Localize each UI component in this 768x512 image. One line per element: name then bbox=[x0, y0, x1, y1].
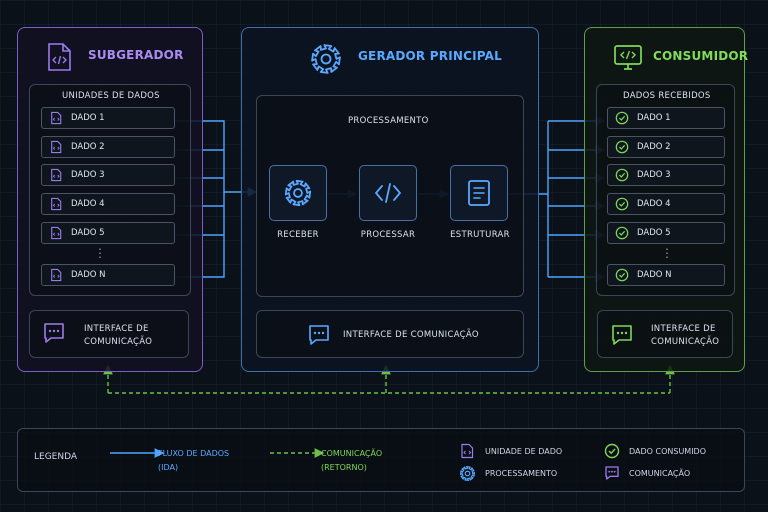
legend-flow-line-2: (IDA) bbox=[158, 463, 179, 472]
gerador-interface-box[interactable]: INTERFACE DE COMUNICAÇÃO bbox=[256, 310, 524, 358]
processing-title: PROCESSAMENTO bbox=[348, 116, 429, 126]
check-circle-icon bbox=[614, 140, 629, 155]
gerador-title: GERADOR PRINCIPAL bbox=[358, 49, 502, 63]
chat-icon bbox=[610, 323, 634, 351]
legend-flow-arrow bbox=[110, 448, 165, 458]
consumidor-title: CONSUMIDOR bbox=[653, 49, 749, 63]
data-units-title: UNIDADES DE DADOS bbox=[62, 91, 160, 101]
check-circle-icon bbox=[604, 443, 620, 463]
code-file-icon bbox=[460, 443, 474, 463]
receive-step-label: RECEBER bbox=[277, 230, 319, 240]
process-step-label: PROCESSAR bbox=[360, 230, 416, 240]
received-data-label: DADO 4 bbox=[637, 199, 671, 209]
chat-icon bbox=[604, 465, 620, 485]
consumidor-interface-box[interactable]: INTERFACE DE COMUNICAÇÃO bbox=[597, 310, 733, 358]
chat-icon bbox=[42, 321, 66, 349]
code-file-icon bbox=[48, 111, 63, 126]
code-file-icon bbox=[48, 226, 63, 241]
code-file-icon bbox=[48, 268, 63, 283]
gear-icon bbox=[309, 42, 343, 80]
received-data-item[interactable]: DADO 4 bbox=[607, 193, 725, 215]
data-unit-label: DADO 4 bbox=[71, 199, 105, 209]
legend-consumed-label: DADO CONSUMIDO bbox=[629, 447, 707, 456]
data-unit-label: DADO N bbox=[71, 270, 106, 280]
subgerador-title: SUBGERADOR bbox=[88, 48, 184, 62]
structure-step-box[interactable] bbox=[450, 165, 508, 221]
check-circle-icon bbox=[614, 111, 629, 126]
legend-unit-label: UNIDADE DE DADO bbox=[485, 447, 563, 456]
interface-label-line-1: INTERFACE DE bbox=[84, 324, 149, 334]
right-ellipsis: ⋮ bbox=[661, 246, 673, 260]
interface-label-line-1: INTERFACE DE bbox=[651, 324, 716, 334]
check-circle-icon bbox=[614, 168, 629, 183]
code-file-icon bbox=[48, 140, 63, 155]
received-data-item[interactable]: DADO 5 bbox=[607, 222, 725, 244]
left-ellipsis: ⋮ bbox=[94, 246, 106, 260]
monitor-code-icon bbox=[612, 42, 644, 78]
received-data-item[interactable]: DADO 3 bbox=[607, 164, 725, 186]
received-data-title: DADOS RECEBIDOS bbox=[623, 91, 711, 101]
document-icon bbox=[468, 180, 490, 206]
gear-icon bbox=[284, 179, 312, 207]
legend-comm-line-2: (RETORNO) bbox=[321, 463, 367, 472]
code-icon bbox=[374, 183, 402, 203]
consumidor-interface-label: INTERFACE DE COMUNICAÇÃO bbox=[651, 323, 719, 349]
gerador-interface-label: INTERFACE DE COMUNICAÇÃO bbox=[343, 330, 479, 340]
legend-comm-arrow bbox=[270, 448, 325, 458]
legend-flow-label: FLUXO DE DADOS (IDA) bbox=[158, 447, 229, 475]
data-unit-label: DADO 5 bbox=[71, 228, 105, 238]
legend-comm-line-1: COMUNICAÇÃO bbox=[321, 449, 383, 458]
subgerador-interface-label: INTERFACE DE COMUNICAÇÃO bbox=[84, 323, 152, 349]
code-file-icon bbox=[48, 197, 63, 212]
data-unit-item[interactable]: DADO 2 bbox=[41, 136, 175, 158]
received-data-label: DADO 1 bbox=[637, 113, 671, 123]
legend-box: LEGENDA FLUXO DE DADOS (IDA) COMUNICAÇÃO… bbox=[17, 428, 745, 492]
legend-processing-label: PROCESSAMENTO bbox=[485, 469, 558, 478]
process-step-box[interactable] bbox=[359, 165, 417, 221]
received-data-label: DADO 5 bbox=[637, 228, 671, 238]
check-circle-icon bbox=[614, 197, 629, 212]
structure-step-label: ESTRUTURAR bbox=[450, 230, 510, 240]
data-unit-item[interactable]: DADO 1 bbox=[41, 107, 175, 129]
receive-step-box[interactable] bbox=[269, 165, 327, 221]
code-file-icon bbox=[45, 42, 73, 72]
check-circle-icon bbox=[614, 226, 629, 241]
data-unit-label: DADO 2 bbox=[71, 142, 105, 152]
data-unit-item[interactable]: DADO N bbox=[41, 264, 175, 286]
received-data-item[interactable]: DADO 1 bbox=[607, 107, 725, 129]
received-data-item[interactable]: DADO N bbox=[607, 264, 725, 286]
legend-communication-label: COMUNICAÇÃO bbox=[629, 469, 691, 478]
received-data-item[interactable]: DADO 2 bbox=[607, 136, 725, 158]
interface-label-line-2: COMUNICAÇÃO bbox=[651, 337, 720, 347]
data-unit-item[interactable]: DADO 3 bbox=[41, 164, 175, 186]
data-unit-item[interactable]: DADO 5 bbox=[41, 222, 175, 244]
data-unit-item[interactable]: DADO 4 bbox=[41, 193, 175, 215]
subgerador-interface-box[interactable]: INTERFACE DE COMUNICAÇÃO bbox=[29, 310, 189, 358]
code-file-icon bbox=[48, 168, 63, 183]
interface-label-line-2: COMUNICAÇÃO bbox=[84, 337, 153, 347]
legend-comm-label: COMUNICAÇÃO (RETORNO) bbox=[321, 447, 382, 475]
data-unit-label: DADO 1 bbox=[71, 113, 105, 123]
received-data-label: DADO 2 bbox=[637, 142, 671, 152]
chat-icon bbox=[307, 323, 331, 351]
check-circle-icon bbox=[614, 268, 629, 283]
received-data-label: DADO N bbox=[637, 270, 672, 280]
legend-title: LEGENDA bbox=[34, 452, 78, 462]
data-unit-label: DADO 3 bbox=[71, 170, 105, 180]
received-data-label: DADO 3 bbox=[637, 170, 671, 180]
legend-flow-line-1: FLUXO DE DADOS bbox=[158, 449, 230, 458]
gear-icon bbox=[459, 465, 476, 486]
